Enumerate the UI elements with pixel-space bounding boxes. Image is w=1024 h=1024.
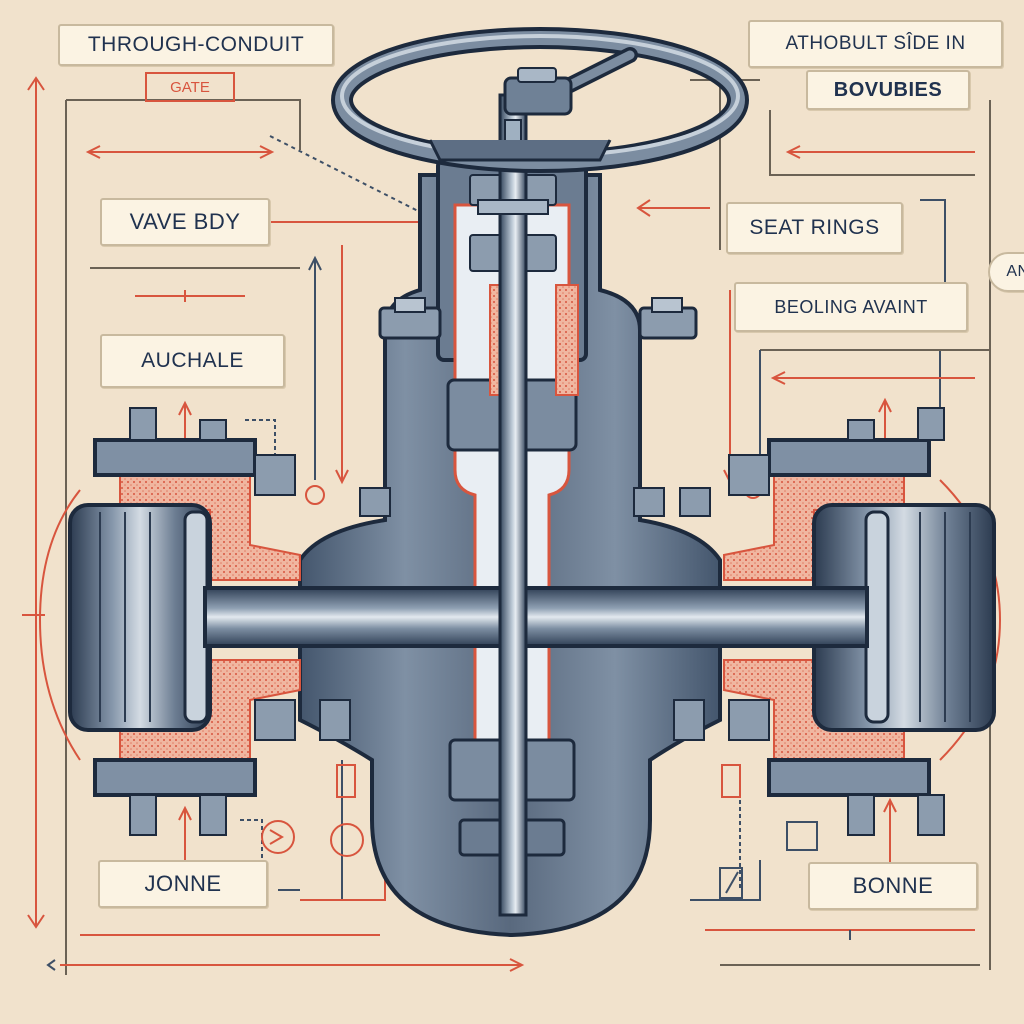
label-seat-rings: SEAT RINGS bbox=[726, 202, 903, 254]
label-jonne: JONNE bbox=[98, 860, 268, 908]
valve-stem bbox=[498, 93, 528, 917]
label-beoling-avaint: BEOLING AVAINT bbox=[734, 282, 968, 332]
label-bonne: BONNE bbox=[808, 862, 978, 910]
label-bovubies: BOVUBIES bbox=[806, 70, 970, 110]
label-auchale: AUCHALE bbox=[100, 334, 285, 388]
circle-symbol-icon bbox=[330, 823, 364, 857]
circle-symbol-icon bbox=[261, 820, 295, 854]
label-athobult: ATHOBULT SÎDE IN bbox=[748, 20, 1003, 68]
label-vave-bdy: VAVE BDY bbox=[100, 198, 270, 246]
handwheel-icon bbox=[331, 27, 749, 173]
label-through-conduit: THROUGH-CONDUIT bbox=[58, 24, 334, 66]
square-symbol-icon bbox=[786, 821, 818, 851]
label-an: AN bbox=[988, 252, 1024, 292]
through-conduit-pipe bbox=[203, 586, 869, 648]
label-gate: GATE bbox=[145, 72, 235, 102]
end-flanges bbox=[68, 407, 996, 836]
circle-symbol-icon bbox=[305, 485, 325, 505]
square-symbol-icon bbox=[721, 764, 741, 798]
square-symbol-icon bbox=[719, 867, 743, 899]
square-symbol-icon bbox=[336, 764, 356, 798]
